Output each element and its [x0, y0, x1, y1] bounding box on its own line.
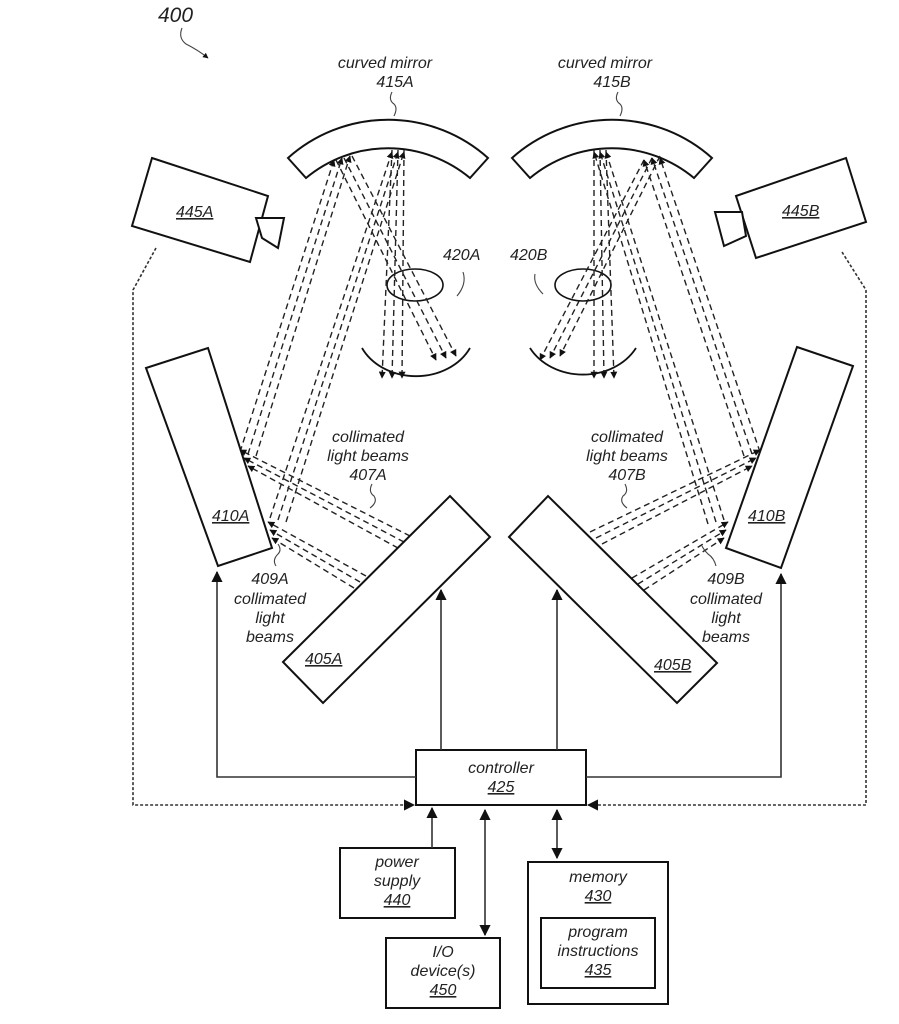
program-instructions-line1: program: [567, 924, 628, 941]
beams-409a-line2: light: [255, 610, 285, 627]
wire-camera-a-to-controller: [132, 247, 416, 811]
wire-controller-to-scanner-a: [211, 570, 416, 778]
eye-420b: [529, 268, 637, 376]
beams-409b-line2: light: [711, 610, 741, 627]
wire-camera-b-to-controller: [586, 251, 867, 811]
controller-ref: 425: [488, 779, 515, 796]
beams-407b-leader: [621, 483, 628, 509]
scanner-410a: [144, 346, 274, 568]
camera-b-ref: 445B: [782, 203, 820, 220]
io-devices-line2: device(s): [411, 963, 476, 980]
mirror-b-leader: [615, 91, 623, 117]
memory-name: memory: [569, 869, 628, 886]
io-devices-ref: 450: [430, 982, 457, 999]
eye-b-leader: [534, 273, 544, 295]
beams-mirror-a-to-eye: [335, 149, 457, 379]
scanner-b-ref: 410B: [748, 508, 786, 525]
eye-420a: [361, 268, 471, 378]
beams-409b-leader: [701, 545, 717, 567]
beams-mirror-b-to-eye: [539, 149, 661, 379]
beams-407a-ref: 407A: [349, 467, 386, 484]
projector-a-ref: 405A: [305, 651, 342, 668]
camera-445b: 445B: [713, 156, 868, 260]
program-instructions-435: [540, 917, 656, 989]
curved-mirror-415b: [510, 118, 714, 180]
beams-409b: [631, 521, 729, 591]
beams-407b: [589, 449, 761, 545]
beams-407a-line2: light beams: [327, 448, 409, 465]
power-supply-line1: power: [374, 854, 419, 871]
mirror-a-leader: [389, 91, 397, 117]
program-instructions-ref: 435: [585, 962, 612, 979]
figure-pointer-arrow: [180, 27, 209, 59]
wire-controller-to-scanner-b: [586, 572, 787, 778]
beams-409b-line1: collimated: [690, 591, 763, 608]
memory-ref: 430: [585, 888, 612, 905]
controller-425: [415, 749, 587, 806]
beams-407a-leader: [369, 483, 376, 509]
scanner-410b: [724, 345, 855, 570]
mirror-a-name: curved mirror: [338, 55, 433, 72]
camera-a-ref: 445A: [176, 204, 213, 221]
controller-name: controller: [468, 760, 534, 777]
mirror-b-name: curved mirror: [558, 55, 653, 72]
power-supply-line2: supply: [374, 873, 421, 890]
beams-407b-ref: 407B: [608, 467, 646, 484]
eye-b-ref: 420B: [510, 247, 548, 264]
beams-407a: [239, 449, 411, 549]
curved-mirror-415a: [286, 118, 490, 180]
power-supply-440: [339, 847, 456, 919]
program-instructions-line2: instructions: [558, 943, 639, 960]
beams-407b-line2: light beams: [586, 448, 668, 465]
beams-407a-line1: collimated: [332, 429, 405, 446]
eye-a-leader: [456, 271, 465, 297]
mirror-a-ref: 415A: [376, 74, 413, 91]
beams-409a-line1: collimated: [234, 591, 307, 608]
beams-409b-ref: 409B: [707, 571, 745, 588]
beams-scanner-a-to-mirror: [239, 151, 406, 523]
beams-409a-line3: beams: [246, 629, 294, 646]
beams-409a: [267, 521, 367, 589]
eye-a-ref: 420A: [443, 247, 480, 264]
power-supply-ref: 440: [384, 892, 411, 909]
mirror-b-ref: 415B: [593, 74, 631, 91]
io-devices-line1: I/O: [432, 944, 453, 961]
beams-scanner-b-to-mirror: [592, 151, 761, 525]
io-devices-450: [385, 937, 501, 1009]
projector-405b: [507, 494, 719, 705]
beams-409a-ref: 409A: [251, 571, 288, 588]
beams-407b-line1: collimated: [591, 429, 664, 446]
beams-409b-line3: beams: [702, 629, 750, 646]
projector-b-ref: 405B: [654, 657, 692, 674]
projector-405a: [281, 494, 492, 705]
beams-409a-leader: [273, 543, 281, 567]
camera-445a: 445A: [130, 156, 286, 264]
scanner-a-ref: 410A: [212, 508, 249, 525]
figure-number: 400: [158, 4, 193, 27]
